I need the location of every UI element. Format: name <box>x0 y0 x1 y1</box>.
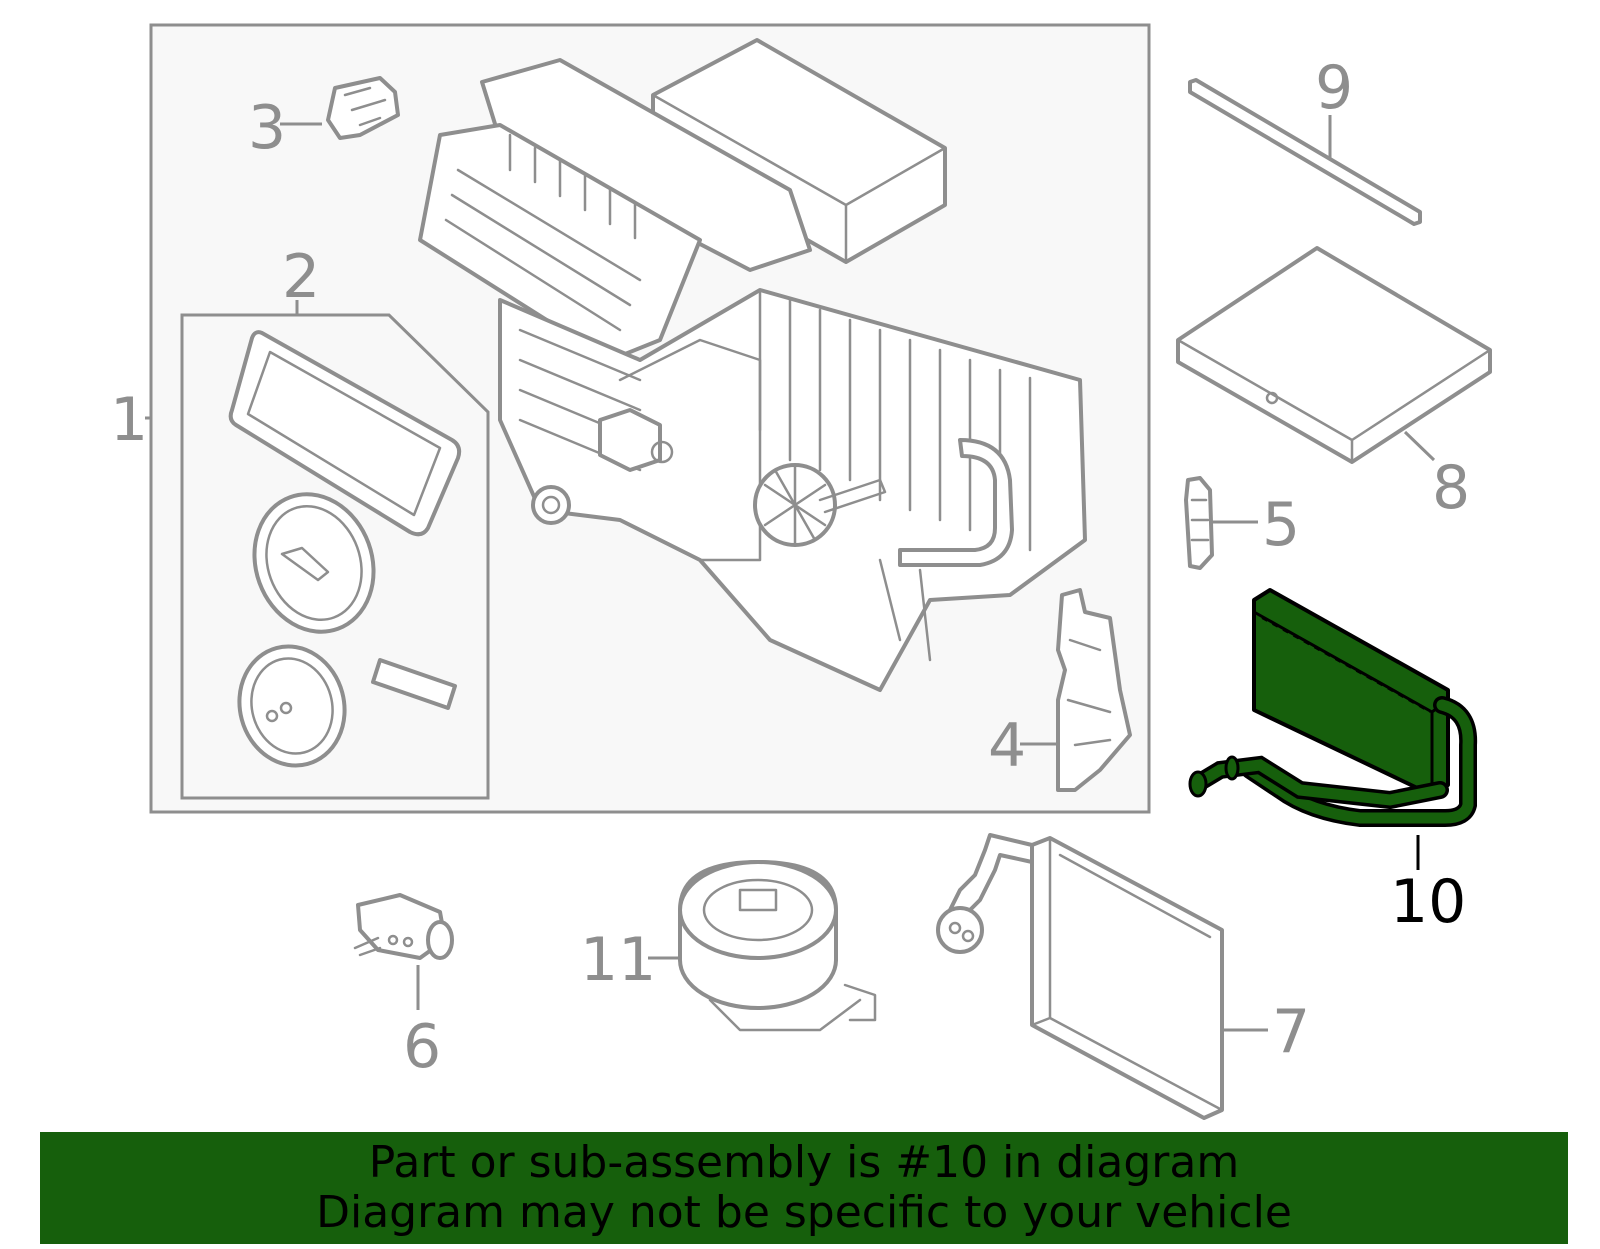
info-banner: Part or sub-assembly is #10 in diagram D… <box>40 1132 1568 1244</box>
callout-4: 4 <box>988 711 1026 781</box>
part-11-blower-motor-illustration <box>678 860 877 1032</box>
banner-line-part-number: Part or sub-assembly is #10 in diagram <box>368 1137 1240 1188</box>
callout-2: 2 <box>282 242 320 312</box>
callout-1: 1 <box>110 385 148 455</box>
callout-7: 7 <box>1272 997 1310 1067</box>
leader-8 <box>1403 430 1436 462</box>
banner-line-disclaimer: Diagram may not be specific to your vehi… <box>316 1187 1292 1238</box>
callout-9: 9 <box>1315 53 1353 123</box>
part-5-sensor-illustration <box>1184 476 1214 570</box>
callout-6: 6 <box>403 1012 441 1082</box>
part-9-seal-strip-illustration <box>1188 78 1422 226</box>
callout-10: 10 <box>1390 867 1466 937</box>
part-10-heater-core-illustration <box>1188 588 1478 827</box>
callout-5: 5 <box>1262 490 1300 560</box>
part-4-duct-illustration <box>1056 588 1132 792</box>
leader-lines <box>145 115 1436 1032</box>
part-6-expansion-valve-illustration <box>353 893 454 960</box>
part-2-seals-illustration <box>228 330 462 768</box>
callout-8: 8 <box>1432 453 1470 523</box>
callout-11: 11 <box>580 925 656 995</box>
part-3-actuator-illustration <box>326 76 400 140</box>
part-8-cabin-filter-illustration <box>1176 246 1492 464</box>
part-7-evaporator-illustration <box>936 833 1224 1120</box>
part-1-hvac-housing-illustration <box>418 38 1087 692</box>
callout-3: 3 <box>248 93 286 163</box>
